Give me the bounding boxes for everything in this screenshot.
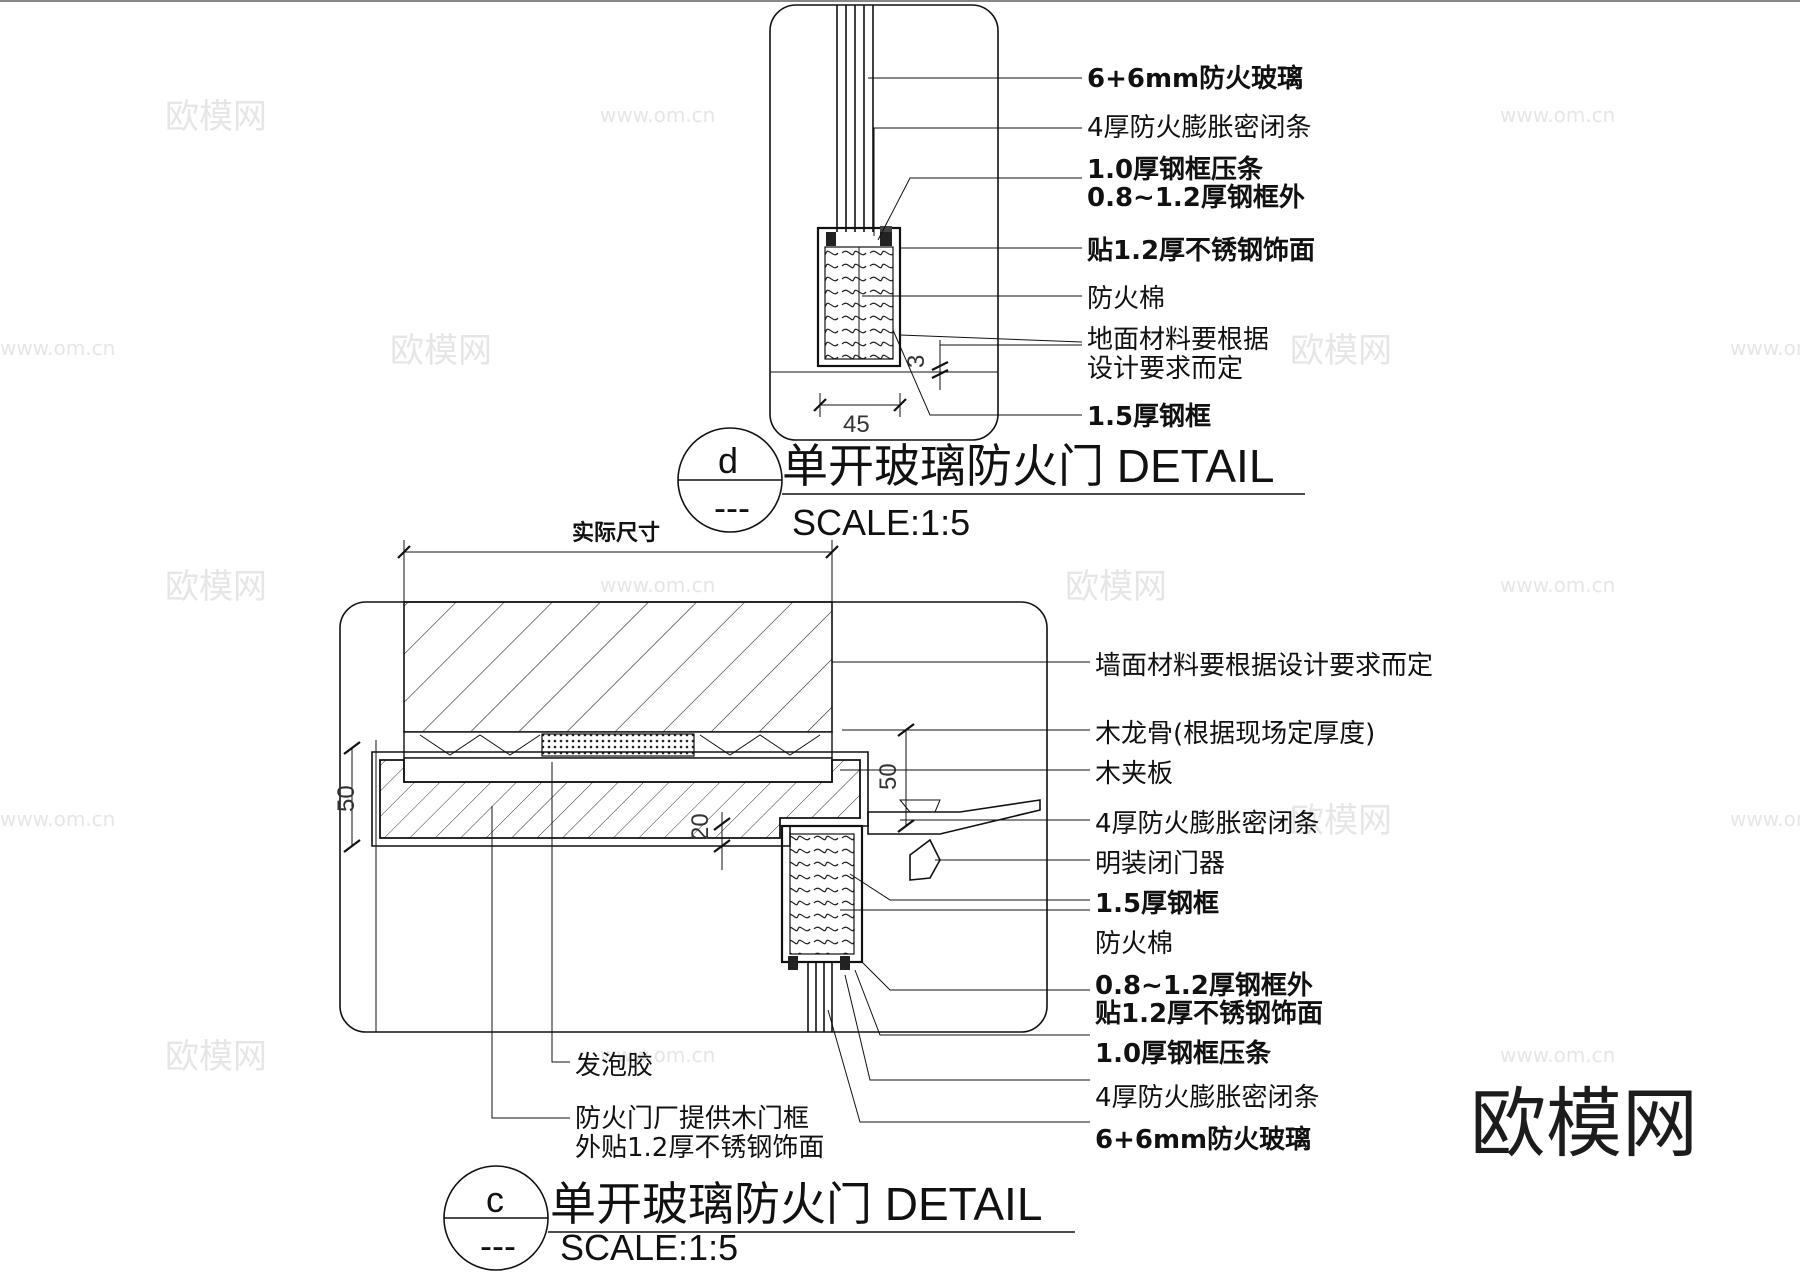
label-wood-stud: 木龙骨(根据现场定厚度) xyxy=(1095,719,1375,749)
watermark-url: www.om.cn xyxy=(1500,573,1615,597)
steel-frame-c xyxy=(780,824,864,964)
label-frame-outer: 0.8~1.2厚钢框外 xyxy=(1087,183,1305,213)
detail-marker-letter: d xyxy=(718,440,738,481)
watermark-text: 欧模网 xyxy=(165,567,267,607)
watermark-text: 欧模网 xyxy=(390,331,492,371)
dim-45: 45 xyxy=(843,411,870,438)
detail-title: 单开玻璃防火门 DETAIL xyxy=(782,440,1274,492)
watermark-text: 欧模网 xyxy=(1065,567,1167,607)
label-seal-strip-lower: 4厚防火膨胀密闭条 xyxy=(1095,1083,1320,1113)
label-seal-strip-upper: 4厚防火膨胀密闭条 xyxy=(1095,809,1320,839)
label-steel-frame: 1.5厚钢框 xyxy=(1087,402,1211,432)
watermark-text: 欧模网 xyxy=(165,1037,267,1077)
dim-actual-size: 实际尺寸 xyxy=(572,520,660,546)
label-glass: 6+6mm防火玻璃 xyxy=(1087,63,1303,94)
detail-d-frame xyxy=(769,4,999,441)
dim-20: 20 xyxy=(687,813,714,840)
detail-scale: SCALE:1:5 xyxy=(560,1227,738,1268)
label-floor-material-1: 地面材料要根据 xyxy=(1087,325,1269,355)
detail-marker-letter: c xyxy=(486,1179,504,1220)
label-wood-frame-2: 外贴1.2厚不锈钢饰面 xyxy=(575,1133,824,1163)
watermark-layer: 欧模网 www.om.cn www.om.cn www.om.cn 欧模网 欧模… xyxy=(0,97,1800,1077)
detail-marker-ref: --- xyxy=(714,487,750,528)
watermark-url: www.om.cn xyxy=(0,336,115,360)
watermark-url: www.om.cn xyxy=(600,573,715,597)
detail-title: 单开玻璃防火门 DETAIL xyxy=(550,1178,1042,1230)
label-steel-finish: 贴1.2厚不锈钢饰面 xyxy=(1087,236,1315,266)
watermark-url: www.om.cn xyxy=(1730,336,1800,360)
fire-wool-c xyxy=(789,833,855,955)
detail-d: 45 3 6+6mm防火玻璃 4厚防火膨胀密闭条 1.0厚钢框压条 0.8~1.… xyxy=(677,4,1315,543)
detail-scale: SCALE:1:5 xyxy=(792,502,970,543)
detail-c: 实际尺寸 50 50 xyxy=(333,520,1433,1271)
watermark-text: 欧模网 xyxy=(1290,801,1392,841)
watermark-url: www.om.cn xyxy=(600,1043,715,1067)
label-wood-frame-1: 防火门厂提供木门框 xyxy=(575,1104,809,1134)
label-foam-glue: 发泡胶 xyxy=(575,1051,653,1081)
watermark-url: www.om.cn xyxy=(1730,807,1800,831)
watermark-url: www.om.cn xyxy=(600,103,715,127)
plywood-layer xyxy=(403,757,833,783)
label-floor-material-2: 设计要求而定 xyxy=(1087,354,1243,384)
watermark-url: www.om.cn xyxy=(0,807,115,831)
label-frame-bead: 1.0厚钢框压条 xyxy=(1087,155,1264,185)
watermark-url: www.om.cn xyxy=(1500,103,1615,127)
label-frame-outer: 0.8~1.2厚钢框外 xyxy=(1095,971,1313,1001)
foam-glue xyxy=(541,733,695,757)
label-steel-finish: 贴1.2厚不锈钢饰面 xyxy=(1095,999,1323,1029)
door-closer xyxy=(867,799,1041,835)
wall-block xyxy=(403,601,833,733)
watermark-text: 欧模网 xyxy=(1290,331,1392,371)
brand-watermark: 欧模网 xyxy=(1470,1079,1698,1168)
label-seal-strip: 4厚防火膨胀密闭条 xyxy=(1087,113,1312,143)
dim-50-left: 50 xyxy=(333,785,360,812)
detail-marker-ref: --- xyxy=(480,1225,516,1266)
label-plywood: 木夹板 xyxy=(1095,759,1173,789)
wood-door-frame xyxy=(379,759,861,839)
label-frame-bead: 1.0厚钢框压条 xyxy=(1095,1039,1272,1069)
label-steel-frame: 1.5厚钢框 xyxy=(1095,889,1219,919)
dim-3: 3 xyxy=(903,355,930,368)
label-glass: 6+6mm防火玻璃 xyxy=(1095,1124,1311,1155)
label-wall-material: 墙面材料要根据设计要求而定 xyxy=(1095,651,1433,681)
watermark-url: www.om.cn xyxy=(1500,1043,1615,1067)
watermark-text: 欧模网 xyxy=(165,97,267,137)
label-fire-wool: 防火棉 xyxy=(1087,284,1165,314)
label-door-closer: 明装闭门器 xyxy=(1095,849,1225,879)
label-fire-wool: 防火棉 xyxy=(1095,929,1173,959)
dim-50-right: 50 xyxy=(875,763,902,790)
steel-frame xyxy=(816,226,902,368)
